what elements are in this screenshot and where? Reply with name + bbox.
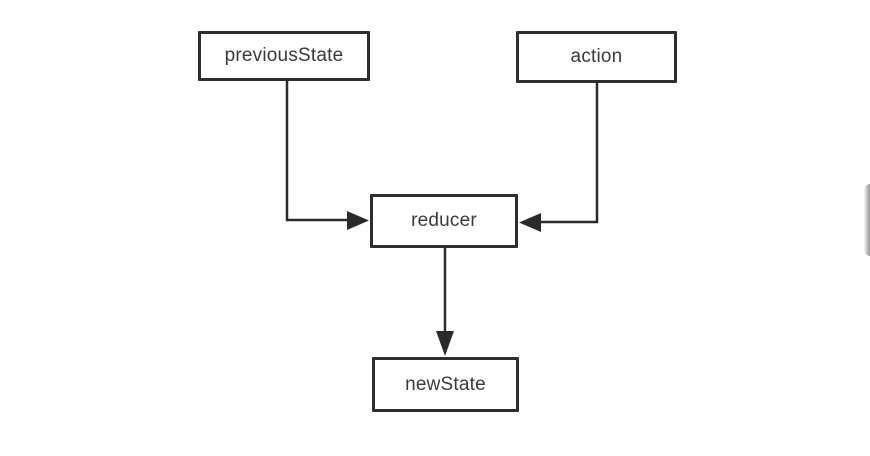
edge-previousstate-to-reducer [285, 81, 350, 222]
edge-action-to-reducer [540, 83, 599, 224]
node-previousstate-label: previousState [224, 45, 344, 66]
arrowhead-left-icon [519, 213, 541, 232]
node-reducer: reducer [370, 194, 518, 248]
node-action: action [516, 31, 677, 83]
node-reducer-label: reducer [411, 210, 477, 231]
node-newstate: newState [372, 357, 519, 412]
arrowhead-down-icon [436, 331, 454, 356]
arrowhead-right-icon [347, 211, 369, 230]
node-previousstate: previousState [198, 31, 370, 81]
node-newstate-label: newState [405, 373, 486, 395]
node-action-label: action [570, 46, 623, 67]
scrollbar-thumb[interactable] [864, 184, 870, 256]
